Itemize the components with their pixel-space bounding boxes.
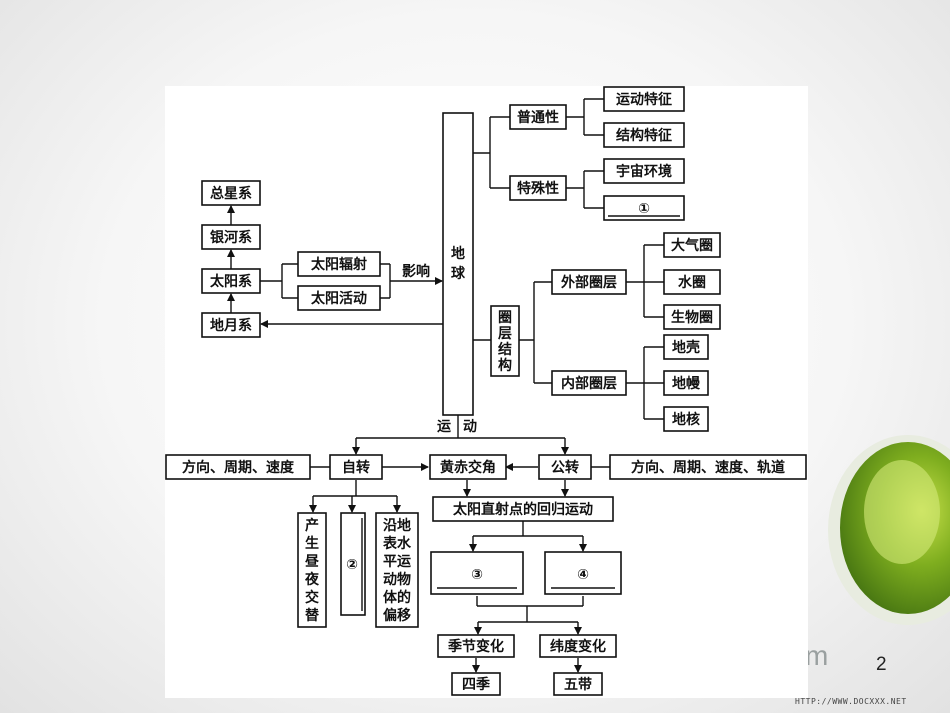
speciality-label: 特殊性 <box>517 180 559 197</box>
outer-spheres-box <box>551 269 627 295</box>
deflection-1: 沿地 <box>383 517 411 534</box>
earth-moon-label: 地月系 <box>210 317 252 334</box>
day-night-6: 替 <box>305 607 320 624</box>
latitude-change-box <box>539 634 617 658</box>
decorative-text-fragment: m <box>805 640 829 671</box>
blank-2-box <box>340 512 366 616</box>
milky-way-box <box>201 224 261 250</box>
day-night-4: 夜 <box>304 571 320 588</box>
obliquity-box <box>429 454 507 480</box>
rotation-attrs-label: 方向、周期、速度 <box>182 459 295 476</box>
deflection-4: 动物 <box>383 571 411 588</box>
five-zones-label: 五带 <box>564 677 592 693</box>
rotation-attrs-box <box>165 454 311 480</box>
crust-box <box>663 334 709 360</box>
sphere-structure-2: 层 <box>498 326 512 342</box>
motion-label-1: 运 <box>437 419 451 435</box>
rotation-label: 自转 <box>342 459 370 476</box>
milky-way-label: 银河系 <box>210 229 252 246</box>
sphere-structure-box <box>490 305 520 377</box>
rotation-box <box>329 454 383 480</box>
revolution-box <box>538 454 592 480</box>
decorative-cup-graphic <box>828 435 950 625</box>
page-number: 2 <box>876 654 887 675</box>
four-seasons-label: 四季 <box>462 676 490 693</box>
earth-knowledge-diagram: 地 球 运 动 普通性 运动特征 结构特征 特殊性 宇宙环境 ① 总星系 银河系… <box>165 86 807 696</box>
direct-point-label: 太阳直射点的回归运动 <box>453 501 593 518</box>
total-galaxy-box <box>201 180 261 206</box>
watermark-text: HTTP://WWW.DOCXXX.NET <box>795 697 907 706</box>
cosmic-env-label: 宇宙环境 <box>616 163 672 180</box>
five-zones-box <box>553 672 603 696</box>
day-night-1: 产 <box>305 517 319 534</box>
four-seasons-box <box>451 672 501 696</box>
day-night-3: 昼 <box>305 554 319 570</box>
structure-features-label: 结构特征 <box>616 127 672 144</box>
speciality-box <box>509 175 567 201</box>
earth-label-2: 球 <box>451 265 466 282</box>
inner-spheres-label: 内部圈层 <box>561 375 617 392</box>
day-night-box <box>297 512 327 628</box>
blank-3-box <box>430 551 524 595</box>
deflection-5: 体的 <box>383 589 411 606</box>
earth-label-1: 地 <box>451 245 465 262</box>
generality-box <box>509 104 567 130</box>
inner-spheres-box <box>551 370 627 396</box>
generality-label: 普通性 <box>517 109 559 126</box>
hydrosphere-box <box>663 269 721 295</box>
cosmic-env-box <box>603 158 685 184</box>
mantle-label: 地幔 <box>672 375 701 392</box>
direct-point-box <box>432 496 614 522</box>
blank-4-box <box>544 551 622 595</box>
deflection-6: 偏移 <box>383 607 411 624</box>
obliquity-label: 黄赤交角 <box>440 459 496 476</box>
sphere-structure-3: 结 <box>498 341 512 358</box>
total-galaxy-label: 总星系 <box>210 185 252 202</box>
solar-activity-box <box>297 285 381 311</box>
atmosphere-label: 大气圈 <box>671 237 713 254</box>
motion-features-box <box>603 86 685 112</box>
core-label: 地核 <box>672 411 700 428</box>
solar-activity-label: 太阳活动 <box>311 290 367 307</box>
influence-label: 影响 <box>402 263 430 280</box>
season-change-box <box>437 634 515 658</box>
solar-system-label: 太阳系 <box>210 273 252 290</box>
revolution-label: 公转 <box>551 459 579 476</box>
day-night-5: 交 <box>305 589 319 606</box>
diagram-sheet: 地 球 运 动 普通性 运动特征 结构特征 特殊性 宇宙环境 ① 总星系 银河系… <box>165 86 808 698</box>
solar-radiation-label: 太阳辐射 <box>311 256 367 273</box>
deflection-3: 平运 <box>383 554 411 570</box>
motion-label-2: 动 <box>463 418 477 435</box>
atmosphere-box <box>663 232 721 258</box>
blank-4-label: ④ <box>577 567 589 583</box>
deflection-2: 表水 <box>382 535 412 552</box>
biosphere-box <box>663 304 721 330</box>
day-night-2: 生 <box>305 535 319 552</box>
latitude-change-label: 纬度变化 <box>550 638 606 655</box>
season-change-label: 季节变化 <box>447 638 504 655</box>
core-box <box>663 406 709 432</box>
biosphere-label: 生物圈 <box>671 309 713 326</box>
sphere-structure-1: 圈 <box>498 310 512 326</box>
structure-features-box <box>603 122 685 148</box>
blank-2-label: ② <box>346 557 358 573</box>
sphere-structure-4: 构 <box>498 357 512 374</box>
solar-radiation-box <box>297 251 381 277</box>
blank-3-label: ③ <box>471 567 483 583</box>
blank-1-label: ① <box>638 201 650 217</box>
hydrosphere-label: 水圈 <box>678 274 706 291</box>
revolution-attrs-label: 方向、周期、速度、轨道 <box>631 459 785 476</box>
revolution-attrs-box <box>609 454 807 480</box>
crust-label: 地壳 <box>672 339 700 356</box>
motion-features-label: 运动特征 <box>616 91 672 108</box>
mantle-box <box>663 370 709 396</box>
deflection-box <box>375 512 419 628</box>
outer-spheres-label: 外部圈层 <box>561 274 617 291</box>
